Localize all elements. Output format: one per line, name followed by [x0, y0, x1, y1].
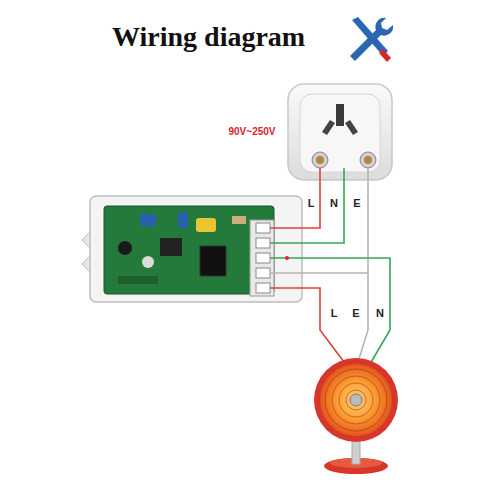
wire-letter: L	[307, 197, 316, 209]
wire-letter: E	[351, 307, 360, 319]
wire-letter: N	[375, 307, 385, 319]
wires	[270, 168, 390, 364]
voltage-label: 90V~250V	[228, 126, 277, 137]
heater	[314, 358, 398, 474]
power-plug	[288, 84, 392, 180]
wire-letter: E	[352, 197, 361, 209]
wire-letter: L	[330, 307, 339, 319]
diagram-title: Wiring diagram	[112, 22, 305, 53]
live-in-wire	[270, 168, 320, 228]
neutral-out-wire	[270, 258, 390, 364]
wire-letter: N	[329, 197, 339, 209]
switch-module	[82, 196, 302, 302]
live-out-wire	[270, 288, 344, 362]
tools-icon	[350, 17, 393, 62]
earth-link-wire	[270, 272, 368, 274]
neutral-in-wire	[270, 168, 344, 243]
